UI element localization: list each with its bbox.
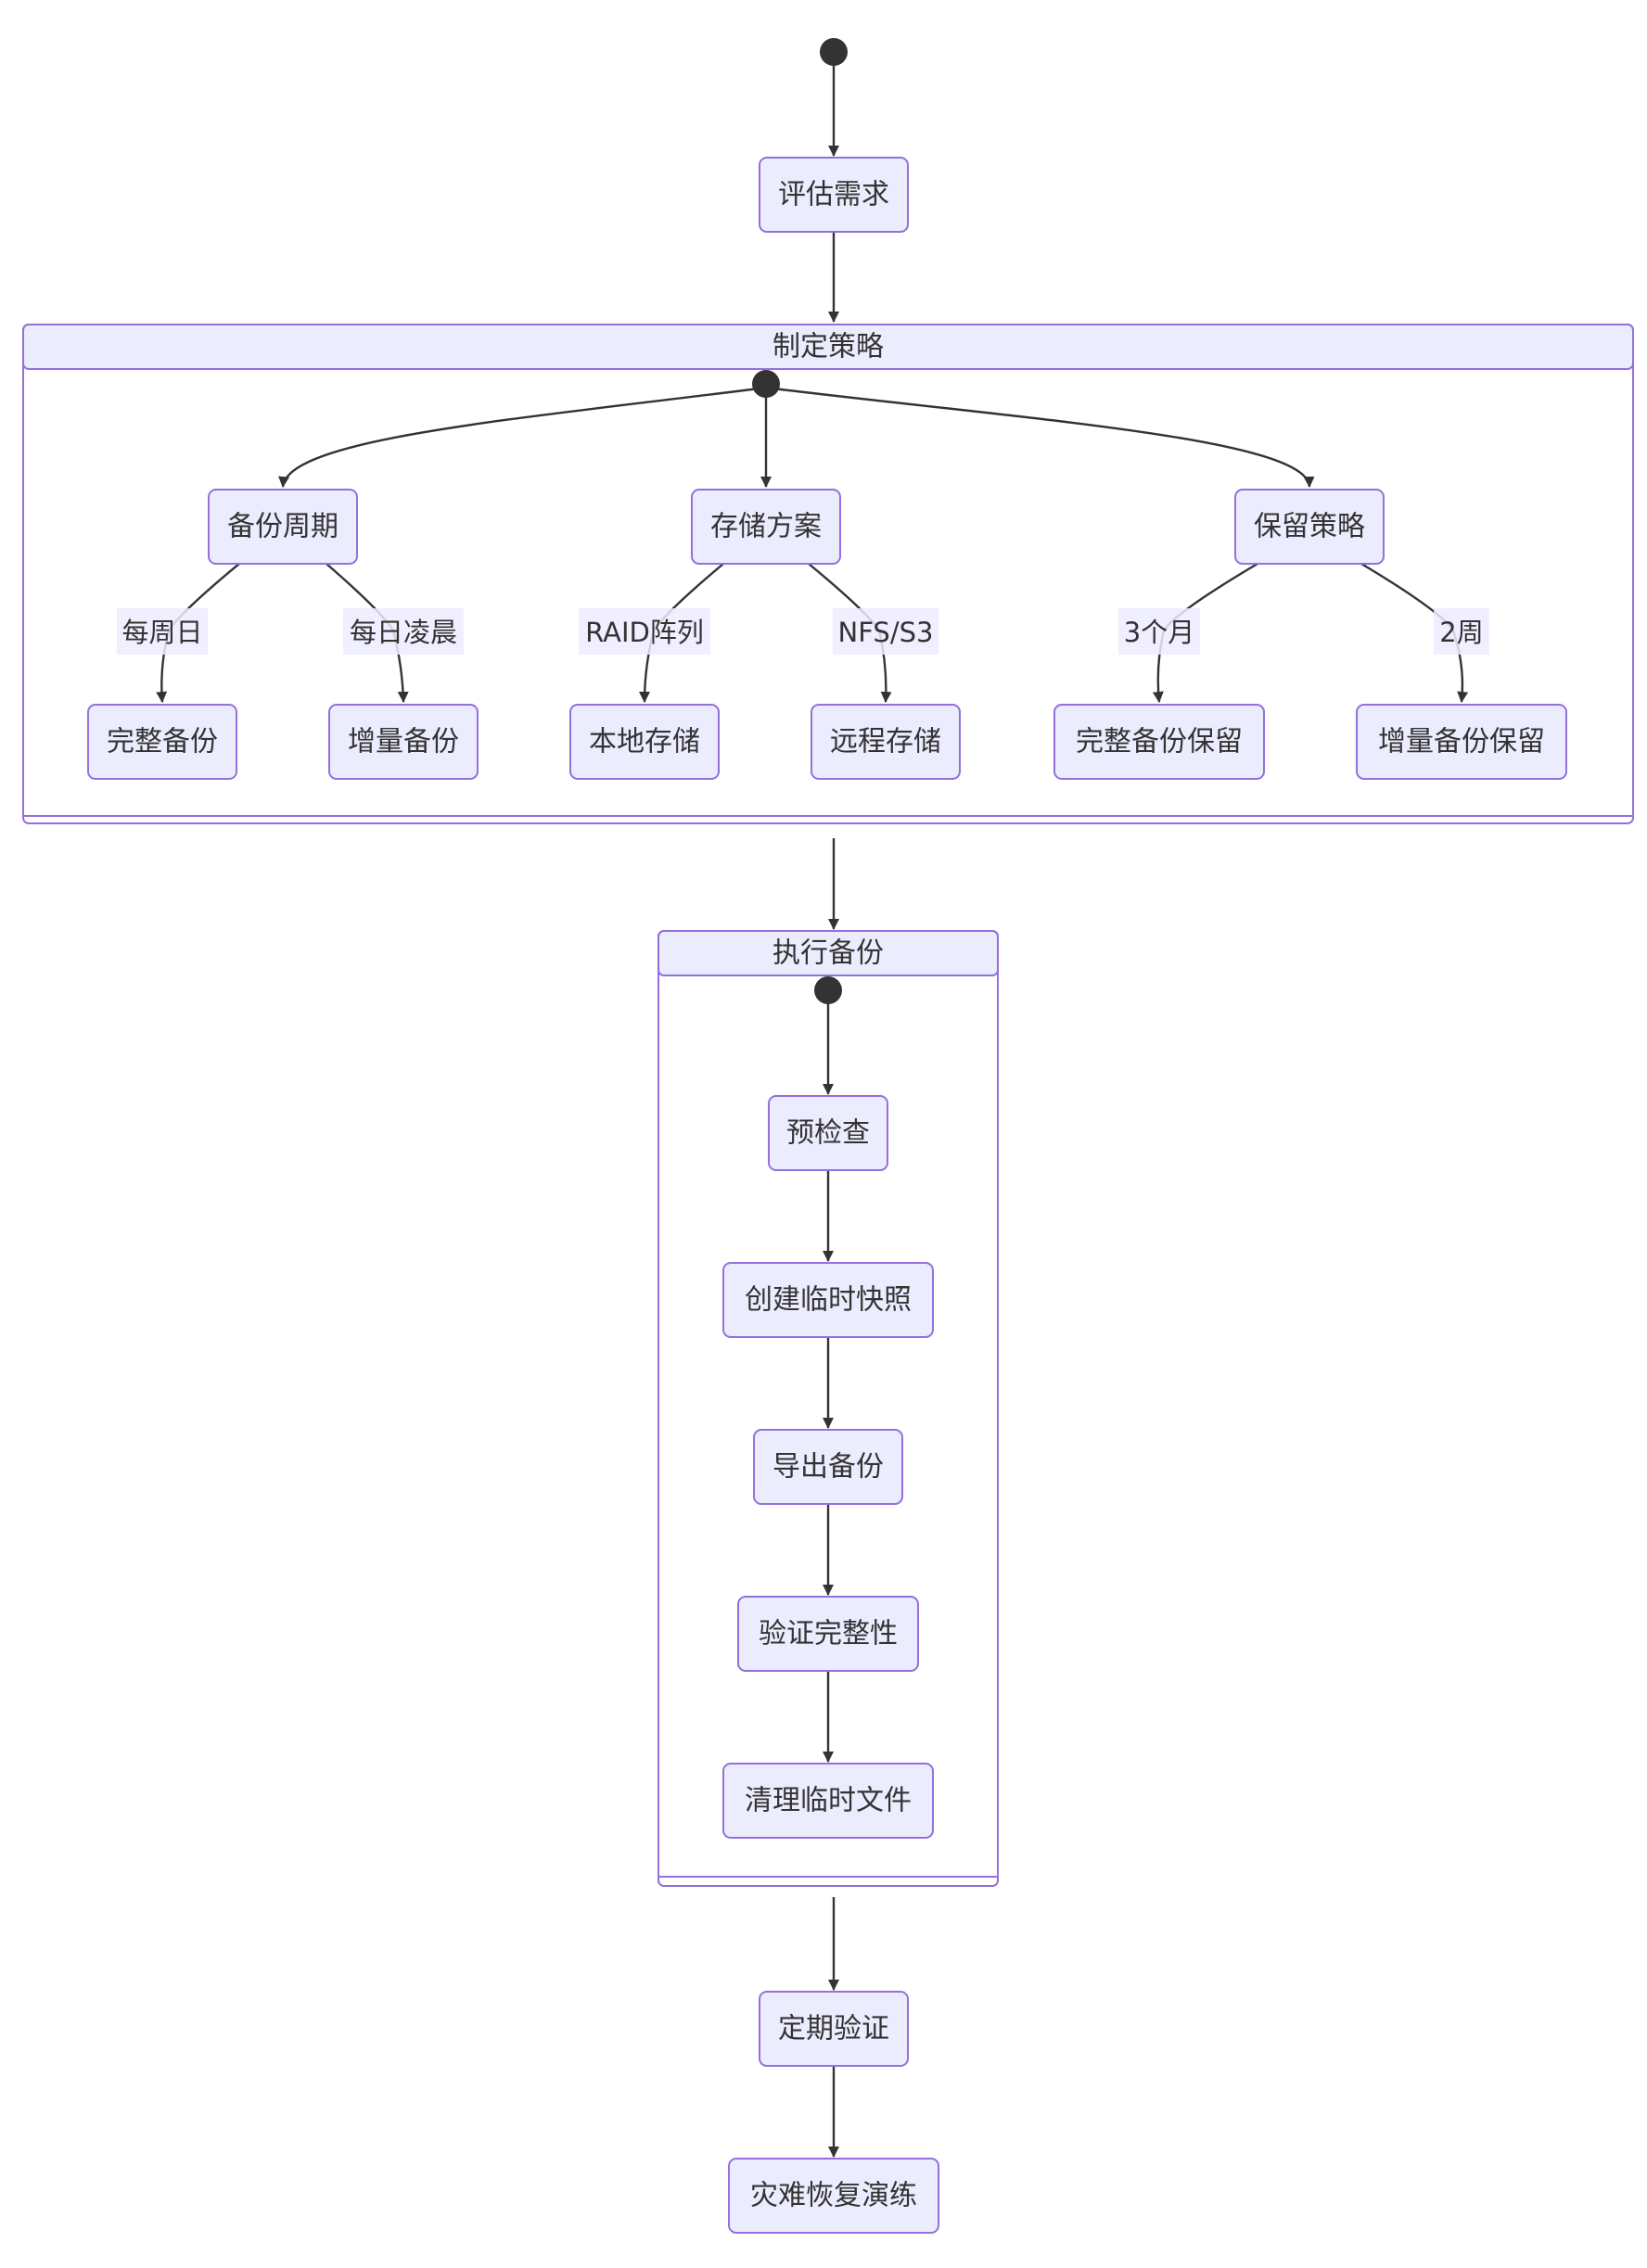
node-export-label: 导出备份	[772, 1451, 884, 1484]
composite-execute-title: 执行备份	[772, 937, 884, 970]
node-periodic-verify-label: 定期验证	[778, 2013, 889, 2045]
node-storage-plan[interactable]: 存储方案	[691, 489, 841, 565]
node-incremental-retention[interactable]: 增量备份保留	[1356, 704, 1567, 780]
edge-labels: 每周日 每日凌晨 RAID阵列 NFS/S3 3个月 2周	[117, 608, 1489, 655]
node-cleanup-label: 清理临时文件	[745, 1785, 912, 1817]
node-assess[interactable]: 评估需求	[759, 157, 909, 233]
node-retention[interactable]: 保留策略	[1234, 489, 1385, 565]
node-snapshot-label: 创建临时快照	[745, 1284, 912, 1317]
start-dot	[820, 38, 848, 66]
edge-label-three-months: 3个月	[1124, 617, 1194, 648]
node-export[interactable]: 导出备份	[753, 1429, 903, 1505]
node-dr-drill[interactable]: 灾难恢复演练	[728, 2158, 939, 2234]
node-incremental-backup[interactable]: 增量备份	[328, 704, 479, 780]
node-remote-storage[interactable]: 远程存储	[811, 704, 961, 780]
composite-strategy-title: 制定策略	[772, 331, 884, 363]
node-full-backup[interactable]: 完整备份	[87, 704, 237, 780]
edge-label-weekly: 每周日	[121, 617, 202, 648]
edge-strategy-start-retention	[765, 386, 1315, 488]
node-dr-drill-label: 灾难恢复演练	[750, 2180, 917, 2212]
node-snapshot[interactable]: 创建临时快照	[722, 1262, 934, 1338]
edge-label-daily: 每日凌晨	[350, 617, 457, 648]
node-full-retention[interactable]: 完整备份保留	[1053, 704, 1265, 780]
node-incremental-retention-label: 增量备份保留	[1378, 726, 1545, 758]
node-assess-label: 评估需求	[778, 179, 889, 211]
strategy-start-dot	[752, 370, 780, 398]
node-verify-integrity-label: 验证完整性	[759, 1618, 898, 1650]
node-full-backup-label: 完整备份	[107, 726, 218, 758]
node-periodic-verify[interactable]: 定期验证	[759, 1991, 909, 2067]
node-verify-integrity[interactable]: 验证完整性	[737, 1596, 919, 1672]
edge-label-raid: RAID阵列	[585, 617, 704, 648]
node-storage-plan-label: 存储方案	[710, 511, 822, 543]
node-local-storage[interactable]: 本地存储	[569, 704, 720, 780]
node-precheck[interactable]: 预检查	[768, 1095, 888, 1171]
node-remote-storage-label: 远程存储	[830, 726, 941, 758]
edge-label-two-weeks: 2周	[1439, 617, 1483, 648]
node-incremental-backup-label: 增量备份	[348, 726, 459, 758]
execute-start-dot	[814, 976, 842, 1004]
node-cleanup[interactable]: 清理临时文件	[722, 1763, 934, 1839]
node-precheck-label: 预检查	[786, 1117, 870, 1150]
edge-label-nfs: NFS/S3	[838, 617, 934, 648]
composite-strategy: 制定策略	[22, 324, 1634, 824]
node-retention-label: 保留策略	[1254, 511, 1365, 543]
edge-strategy-start-cycle	[278, 386, 767, 488]
node-full-retention-label: 完整备份保留	[1076, 726, 1243, 758]
node-backup-cycle[interactable]: 备份周期	[208, 489, 358, 565]
node-local-storage-label: 本地存储	[589, 726, 700, 758]
node-backup-cycle-label: 备份周期	[227, 511, 338, 543]
